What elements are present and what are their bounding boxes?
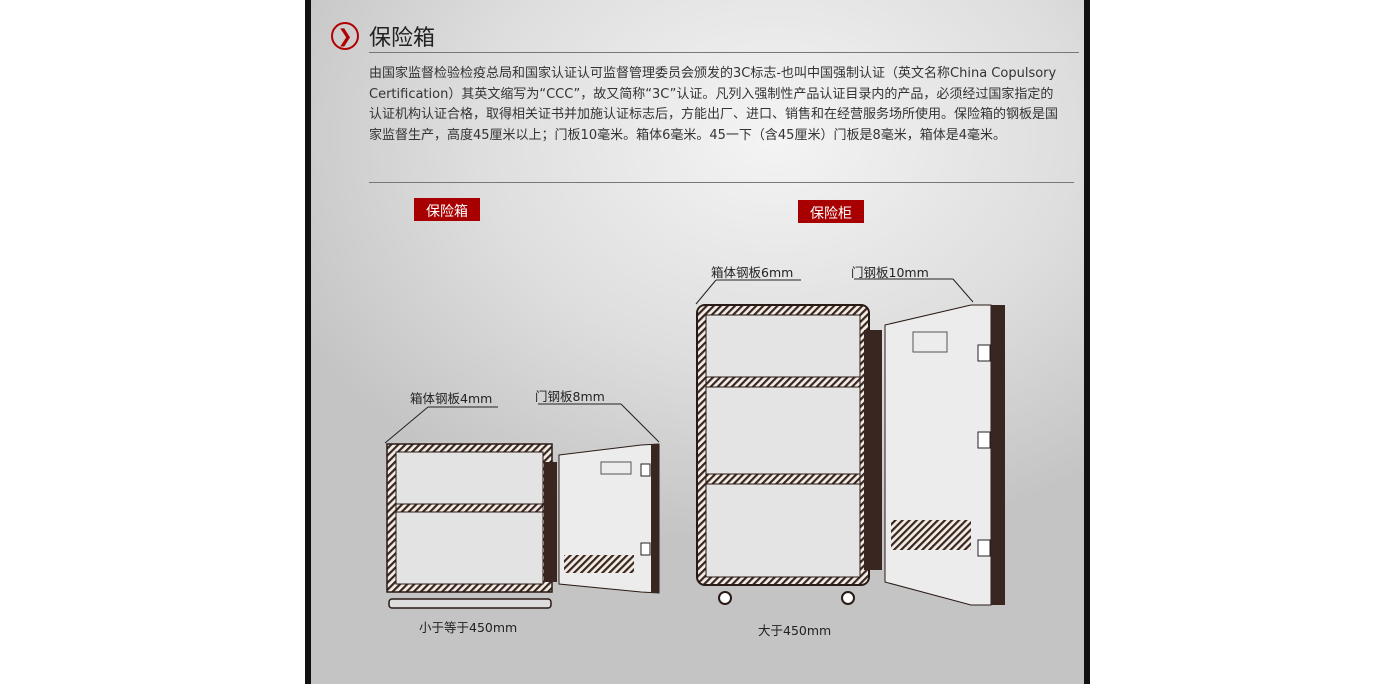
cabinet-tag: 保险柜	[798, 200, 864, 223]
chevron-right-circle-icon: ❯	[331, 22, 359, 50]
content-panel: ❯ 保险箱 由国家监督检验检疫总局和国家认证认可监督管理委员会颁发的3C标志-也…	[305, 0, 1090, 684]
cabinet-body-label: 箱体钢板6mm	[711, 265, 794, 280]
small-size-label: 小于等于450mm	[419, 620, 518, 635]
small-safe-drawing	[384, 403, 660, 609]
safe-diagrams	[384, 278, 1005, 609]
cabinet-size-label: 大于450mm	[758, 623, 832, 638]
divider	[369, 182, 1074, 183]
cabinet-drawing	[695, 278, 1005, 606]
small-door-label: 门钢板8mm	[535, 389, 605, 404]
section-header: ❯ 保险箱	[331, 20, 435, 52]
section-title: 保险箱	[369, 26, 436, 51]
cabinet-door-label: 门钢板10mm	[851, 265, 929, 280]
small-body-label: 箱体钢板4mm	[410, 391, 493, 406]
small-safe-tag: 保险箱	[414, 198, 480, 221]
description-text: 由国家监督检验检疫总局和国家认证认可监督管理委员会颁发的3C标志-也叫中国强制认…	[369, 66, 1059, 143]
divider	[369, 52, 1079, 53]
